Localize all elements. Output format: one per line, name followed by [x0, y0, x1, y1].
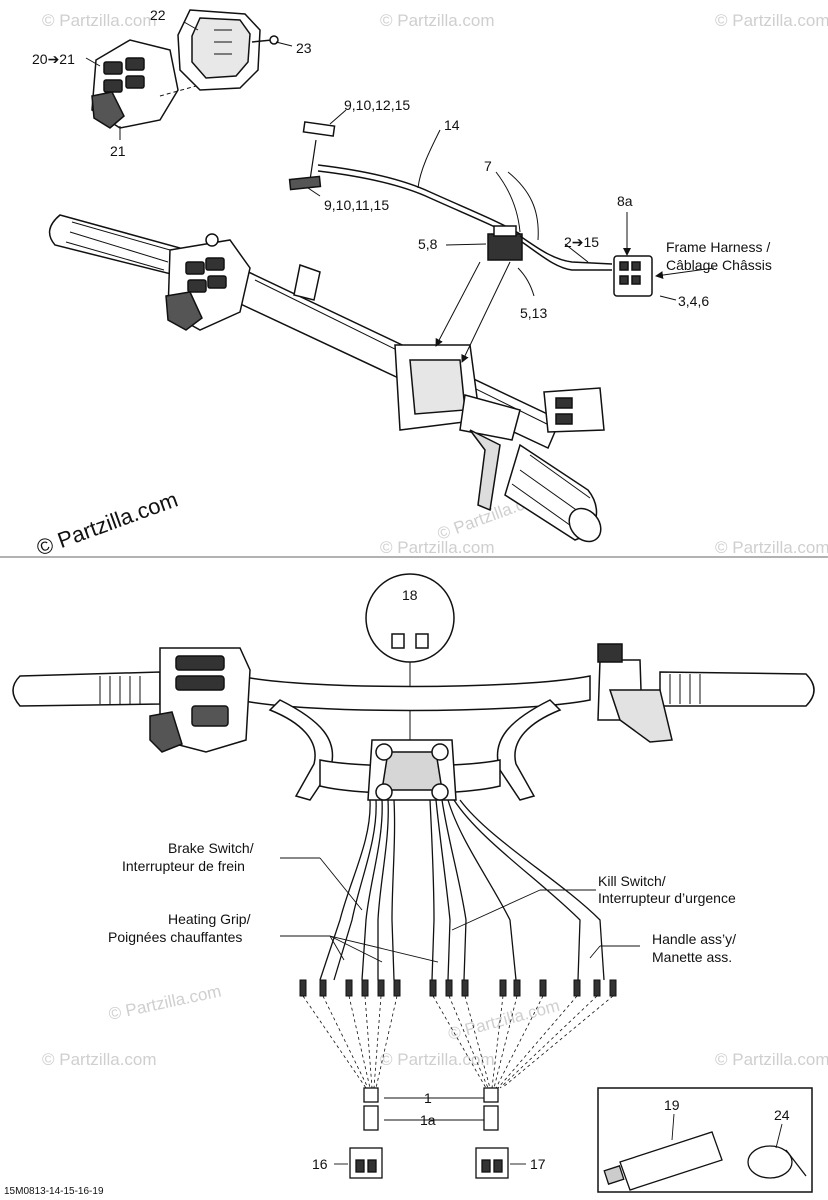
callout-7: 7 [484, 158, 492, 174]
connector-17-part[interactable] [475, 1147, 509, 1179]
callout-24: 24 [774, 1107, 790, 1123]
callout-3-4-6: 3,4,6 [678, 293, 709, 309]
switch-block-part[interactable] [91, 39, 197, 129]
callout-23: 23 [296, 40, 312, 56]
kill-switch-label-en: Kill Switch/ [598, 873, 666, 889]
watermark: © Partzilla.com [380, 538, 495, 557]
callout-18: 18 [402, 587, 418, 603]
callout-1: 1 [424, 1090, 432, 1106]
handle-assy-label-fr: Manette ass. [652, 949, 732, 965]
callout-5-8: 5,8 [418, 236, 438, 252]
watermark: © Partzilla.com [380, 11, 495, 30]
callouts-top: 22 20➔21 23 21 9,10,12,15 14 7 9,10,11,1… [32, 7, 772, 321]
switch-cover-part[interactable] [177, 9, 261, 91]
terminal-parts[interactable] [363, 1087, 499, 1131]
partzilla-brand-mark: © Partzilla.com [33, 487, 181, 561]
callout-17: 17 [530, 1156, 546, 1172]
watermark: © Partzilla.com [715, 538, 828, 557]
callout-20-21: 20➔21 [32, 51, 75, 67]
watermark: © Partzilla.com [42, 11, 157, 30]
connector-16-part[interactable] [349, 1147, 383, 1179]
fuse-detail-circle[interactable] [365, 573, 455, 740]
tie-strap-part[interactable] [747, 1145, 807, 1179]
callout-21: 21 [110, 143, 126, 159]
watermark: © Partzilla.com [107, 982, 223, 1024]
connector-part[interactable] [487, 225, 613, 271]
frame-connector-part[interactable] [613, 255, 653, 297]
kill-switch-label-fr: Interrupteur d’urgence [598, 890, 736, 906]
handlebar-assembly-top[interactable] [48, 214, 608, 548]
leader-lines-bottom [280, 857, 783, 1165]
callout-9-10-11-15: 9,10,11,15 [324, 197, 389, 213]
watermark: © Partzilla.com [380, 1050, 495, 1069]
grease-tube-part[interactable] [603, 1131, 723, 1191]
brake-switch-label-fr: Interrupteur de frein [122, 858, 245, 874]
watermark: © Partzilla.com [715, 1050, 828, 1069]
callout-19: 19 [664, 1097, 680, 1113]
callout-14: 14 [444, 117, 460, 133]
handlebar-assembly-bottom[interactable] [12, 643, 815, 801]
frame-harness-label-fr: Câblage Châssis [666, 257, 772, 273]
callout-8a: 8a [617, 193, 633, 209]
callout-16: 16 [312, 1156, 328, 1172]
watermark: © Partzilla.com [715, 11, 828, 30]
watermark: © Partzilla.com [446, 996, 562, 1044]
watermark-layer: © Partzilla.com © Partzilla.com © Partzi… [42, 11, 828, 1069]
dashed-connection-lines [302, 995, 614, 1089]
labels-bottom: Brake Switch/ Interrupteur de frein Kill… [4, 840, 790, 1197]
wire-bundles[interactable] [319, 799, 605, 981]
watermark: © Partzilla.com [42, 1050, 157, 1069]
terminal-pins[interactable] [299, 979, 617, 997]
handle-assy-label-en: Handle ass’y/ [652, 931, 736, 947]
heating-grip-label-en: Heating Grip/ [168, 911, 251, 927]
callout-1a: 1a [420, 1112, 436, 1128]
left-switch-housing-bottom[interactable] [149, 647, 251, 753]
frame-harness-label-en: Frame Harness / [666, 239, 770, 255]
callout-22: 22 [150, 7, 166, 23]
wire-harness-part[interactable] [288, 121, 521, 241]
callout-5-13: 5,13 [520, 305, 547, 321]
leader-lines-top [85, 21, 715, 363]
heating-grip-label-fr: Poignées chauffantes [108, 929, 242, 945]
left-switch-housing-top[interactable] [165, 233, 251, 331]
brake-switch-label-en: Brake Switch/ [168, 840, 254, 856]
callout-9-10-12-15: 9,10,12,15 [344, 97, 410, 113]
diagram-code: 15M0813-14-15-16-19 [4, 1186, 104, 1197]
callout-2-15: 2➔15 [564, 234, 599, 250]
